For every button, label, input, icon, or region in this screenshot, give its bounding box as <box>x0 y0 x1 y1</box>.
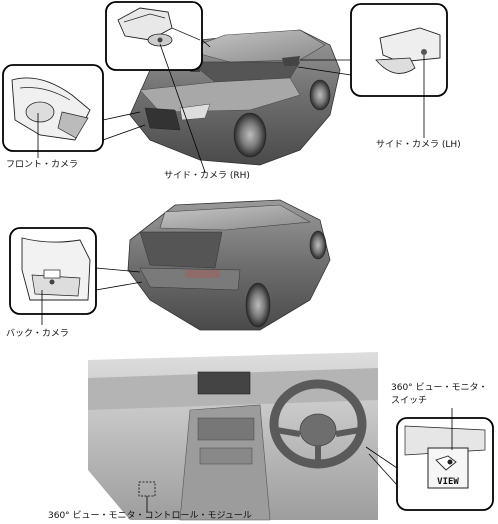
front-camera-label: フロント・カメラ <box>6 160 79 170</box>
view-button-label: VIEW <box>437 477 459 487</box>
leader-lines-front <box>37 39 425 173</box>
inset-side-camera-rh <box>105 1 203 71</box>
view-switch-label-line1: 360° ビュー・モニタ・ <box>391 383 488 393</box>
leader-lines-rear <box>41 267 143 325</box>
inset-view-switch: VIEW <box>396 417 494 511</box>
dashboard-view <box>88 352 378 521</box>
side-camera-lh-label: サイド・カメラ (LH) <box>376 140 461 150</box>
side-camera-rh-label: サイド・カメラ (RH) <box>164 171 250 181</box>
rear-car-view <box>127 199 331 331</box>
back-camera-label: バック・カメラ <box>6 329 69 339</box>
control-module-label: 360° ビュー・モニタ・コントロール・モジュール <box>48 511 252 521</box>
view-switch-label-line2: スイッチ <box>391 396 428 406</box>
inset-front-camera <box>2 64 104 152</box>
leader-lines-dashboard <box>365 408 453 486</box>
inset-side-camera-lh <box>350 3 448 97</box>
inset-back-camera <box>9 227 97 315</box>
